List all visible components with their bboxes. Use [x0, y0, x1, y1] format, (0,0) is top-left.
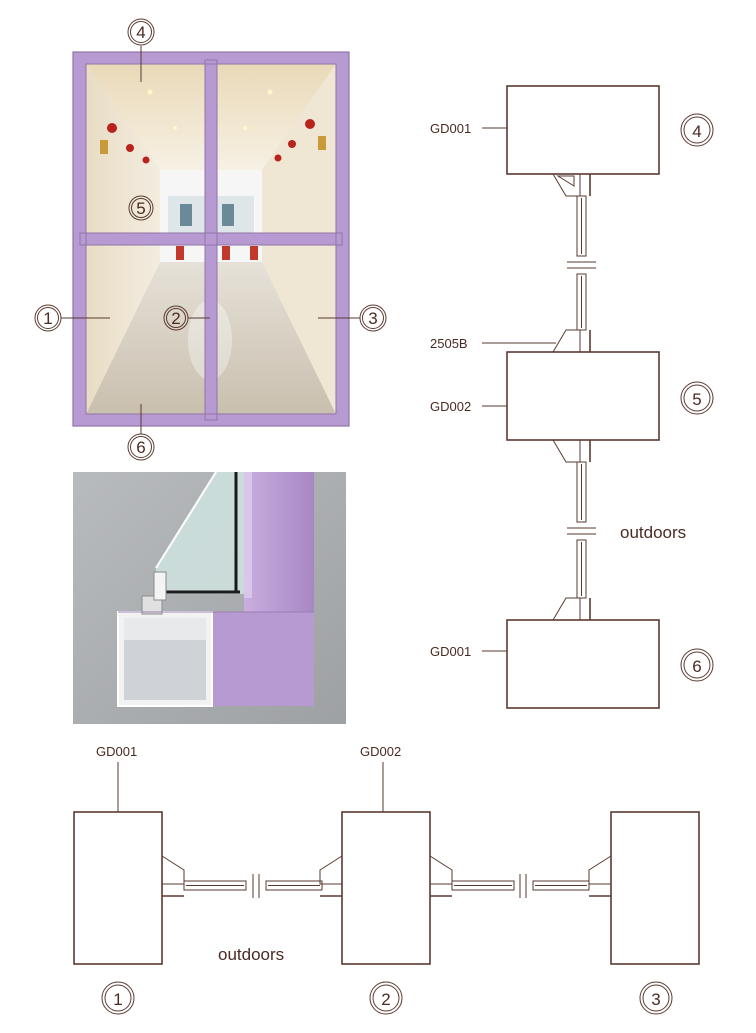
- svg-text:5: 5: [692, 390, 701, 409]
- profile-right: [610, 811, 700, 965]
- label-middle: GD002: [430, 399, 471, 414]
- profile-center: [341, 811, 431, 965]
- svg-text:1: 1: [113, 990, 122, 1009]
- frame-3d-render: [73, 471, 346, 724]
- label-outdoors-vertical: outdoors: [620, 523, 686, 542]
- svg-text:3: 3: [651, 990, 660, 1009]
- vertical-section: GD001 2505B GD002 outdoors: [430, 85, 714, 709]
- photo-callout-2: 2: [163, 305, 210, 331]
- callout-5: 5: [680, 381, 714, 415]
- callout-4: 4: [680, 113, 714, 147]
- svg-text:6: 6: [692, 657, 701, 676]
- profile-bottom: [506, 619, 660, 709]
- svg-text:5: 5: [136, 199, 145, 218]
- callout-2: 2: [369, 981, 403, 1015]
- label-center: GD002: [360, 744, 401, 759]
- label-outdoors-horizontal: outdoors: [218, 945, 284, 964]
- photo-callout-3: 3: [318, 304, 387, 332]
- callout-3: 3: [639, 981, 673, 1015]
- photo-callout-6: 6: [127, 404, 155, 461]
- label-left: GD001: [96, 744, 137, 759]
- svg-text:4: 4: [692, 122, 701, 141]
- svg-text:2: 2: [171, 309, 180, 328]
- profile-left: [73, 811, 163, 965]
- horizontal-section: GD001 GD002 outdoors: [73, 744, 700, 1015]
- corridor-photo: [72, 51, 350, 427]
- profile-middle: [506, 351, 660, 441]
- profile-top: [506, 85, 660, 175]
- photo-callout-5: 5: [128, 195, 154, 221]
- svg-text:3: 3: [368, 309, 377, 328]
- photo-callout-4: 4: [127, 18, 155, 82]
- photo-callout-1: 1: [34, 304, 110, 332]
- label-bottom: GD001: [430, 644, 471, 659]
- svg-text:4: 4: [136, 23, 145, 42]
- callout-6: 6: [680, 648, 714, 682]
- svg-text:6: 6: [136, 438, 145, 457]
- label-top: GD001: [430, 121, 471, 136]
- label-bead: 2505B: [430, 336, 468, 351]
- callout-1: 1: [101, 981, 135, 1015]
- svg-text:2: 2: [381, 990, 390, 1009]
- svg-text:1: 1: [43, 309, 52, 328]
